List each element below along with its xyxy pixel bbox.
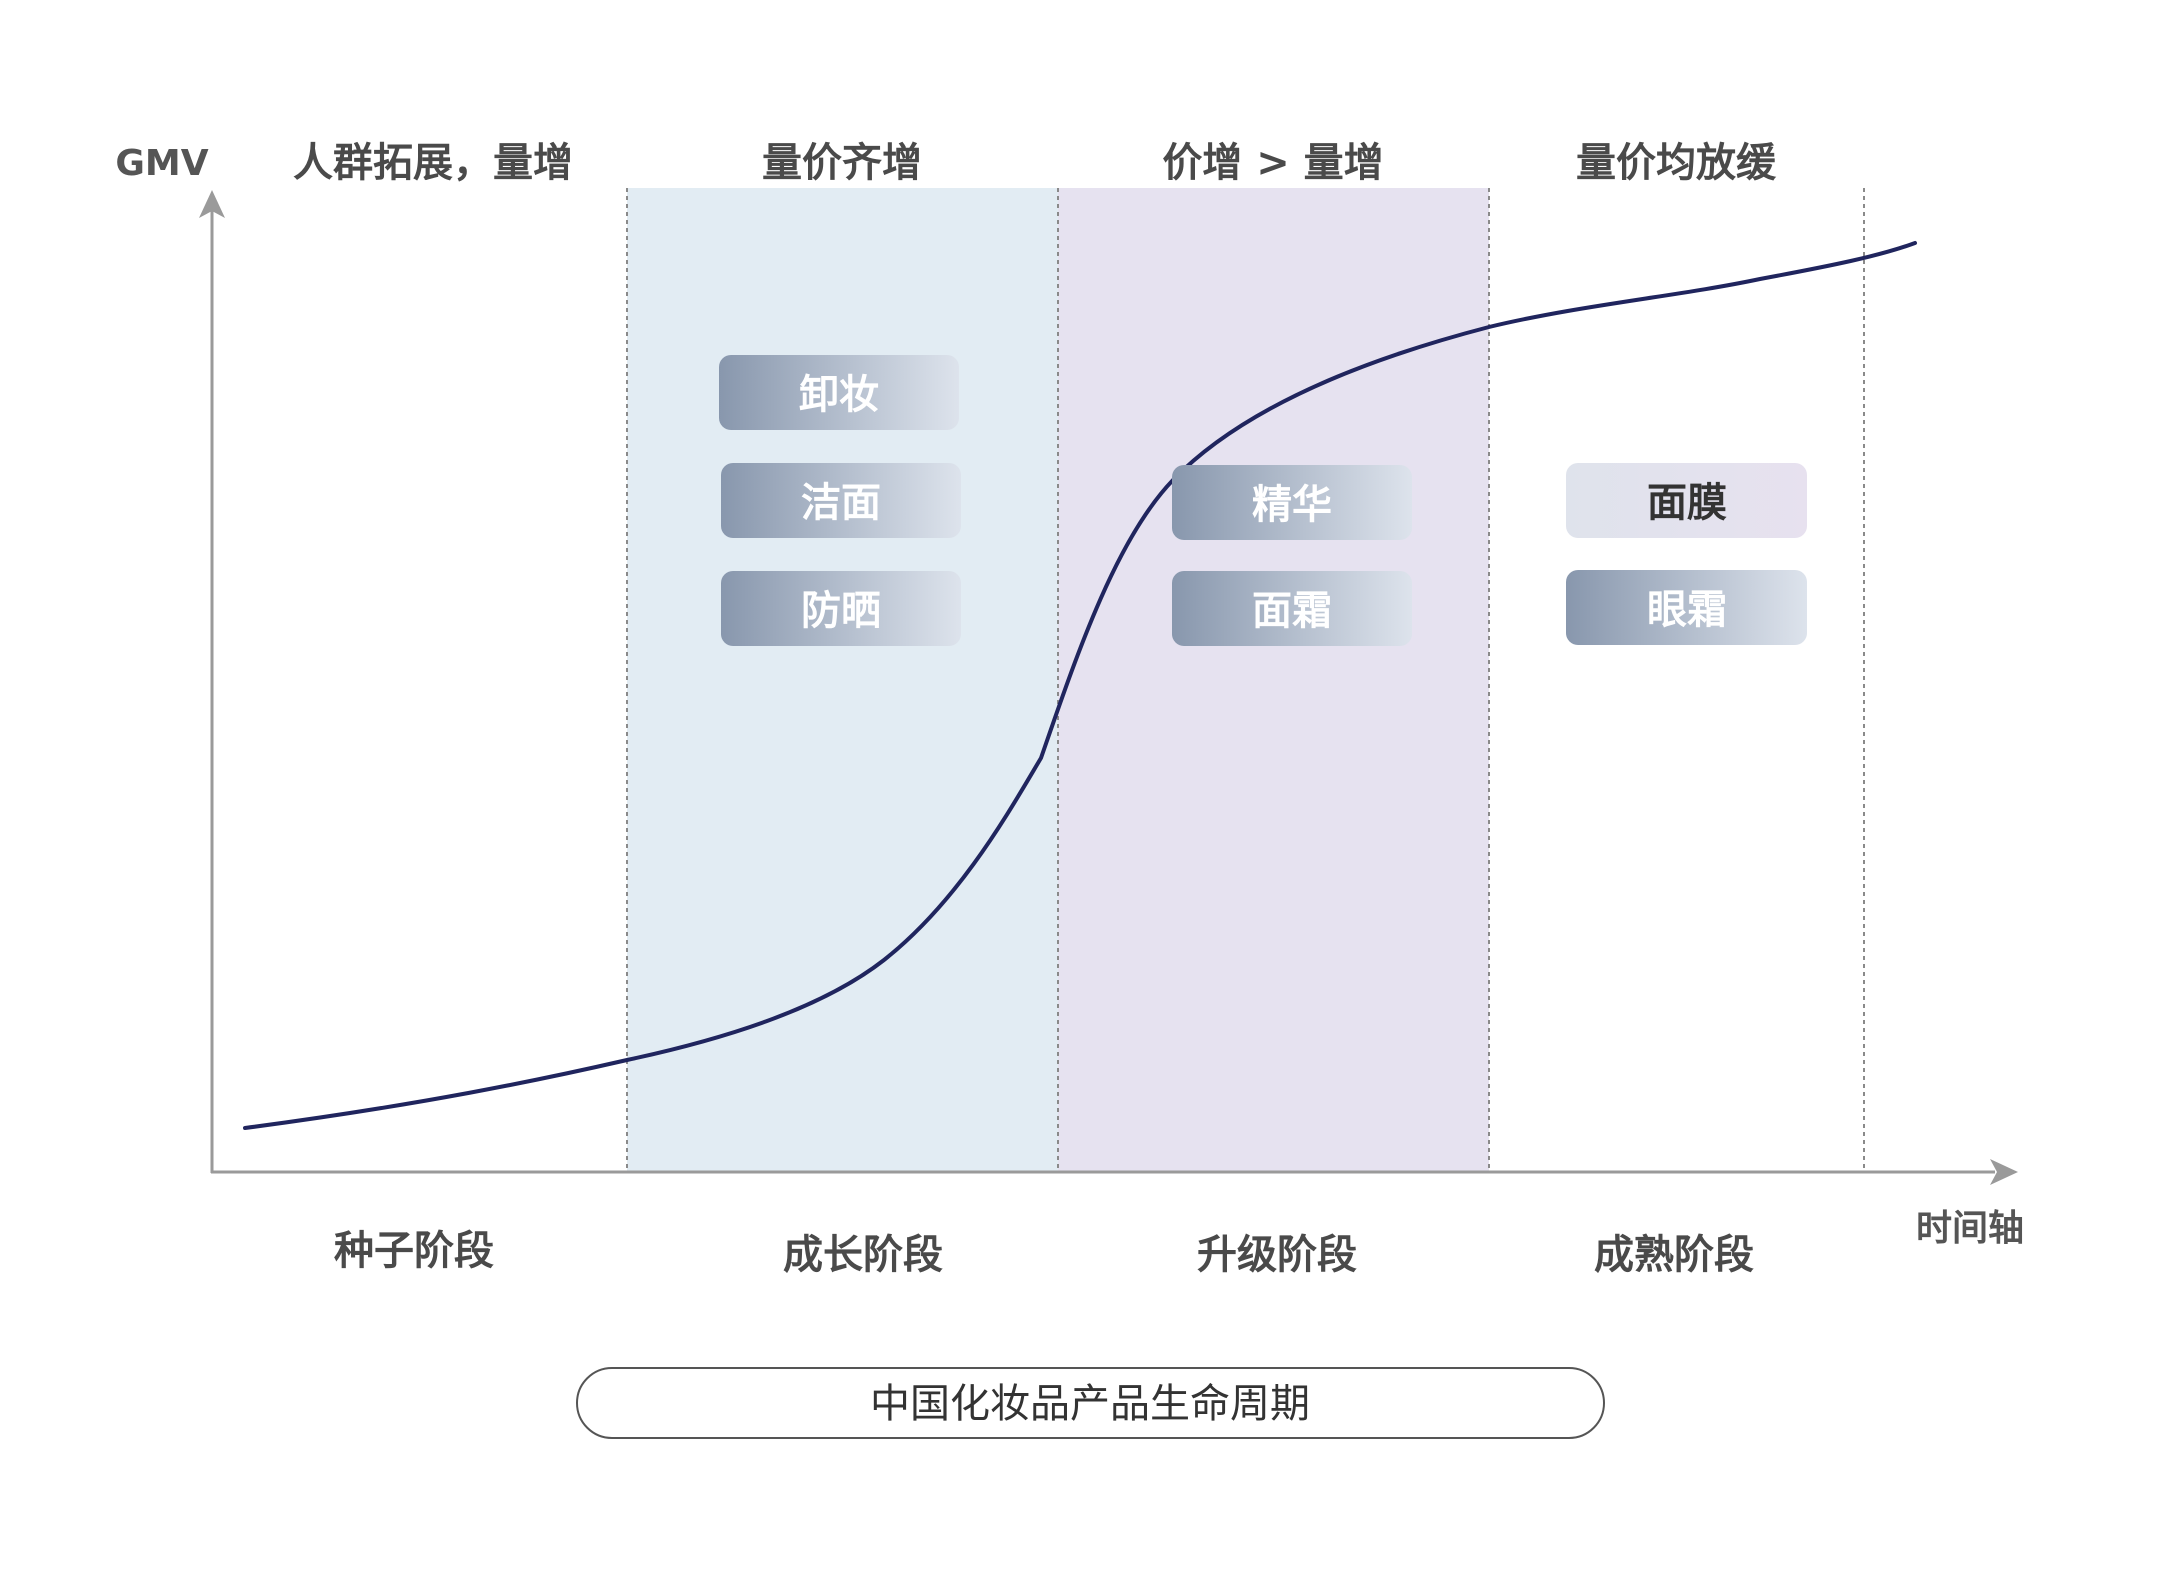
- stage-name: 成长阶段: [783, 1232, 943, 1278]
- product-chip-label: 眼霜: [1647, 587, 1727, 633]
- diagram-caption: 中国化妆品产品生命周期: [576, 1367, 1605, 1439]
- lifecycle-curve: [243, 241, 1917, 1130]
- stage-description: 价增 > 量增: [1162, 140, 1383, 186]
- product-chip: 防晒: [721, 571, 961, 646]
- y-axis-arrow: [199, 190, 225, 218]
- caption-text: 中国化妆品产品生命周期: [870, 1381, 1310, 1427]
- stage-name: 成熟阶段: [1594, 1232, 1754, 1278]
- upgrade-stage-band: [1058, 188, 1489, 1171]
- stage-description: 量价均放缓: [1576, 140, 1777, 186]
- product-chip-label: 卸妆: [799, 372, 879, 418]
- y-axis-label: GMV: [115, 143, 208, 184]
- stage-description: 量价齐增: [762, 140, 922, 186]
- stage-name: 升级阶段: [1197, 1232, 1357, 1278]
- x-axis-label: 时间轴: [1916, 1208, 2024, 1249]
- product-chip: 洁面: [721, 463, 961, 538]
- product-chip: 精华: [1172, 465, 1412, 540]
- x-axis-arrow: [1990, 1159, 2018, 1185]
- product-chip: 卸妆: [719, 355, 959, 430]
- product-chip-label: 防晒: [801, 588, 881, 634]
- growth-stage-band: [627, 188, 1058, 1171]
- product-chip-label: 洁面: [801, 480, 881, 526]
- product-chip-label: 面霜: [1252, 588, 1332, 634]
- product-chip: 眼霜: [1566, 570, 1807, 645]
- product-chip: 面霜: [1172, 571, 1412, 646]
- stage-description: 人群拓展，量增: [293, 140, 573, 186]
- product-chip-label: 精华: [1252, 482, 1332, 528]
- stage-name: 种子阶段: [334, 1228, 494, 1274]
- product-chip-label: 面膜: [1647, 480, 1727, 526]
- product-chip: 面膜: [1566, 463, 1807, 538]
